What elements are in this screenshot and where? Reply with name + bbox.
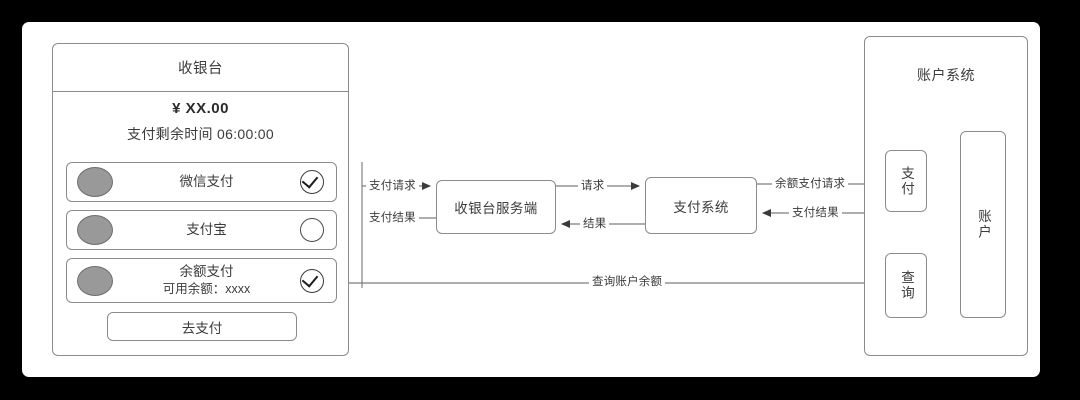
edge-label-result: 结果 [580,218,610,231]
go-pay-button[interactable]: 去支付 [107,312,297,341]
go-pay-button-label: 去支付 [181,320,223,336]
edge-label-query-balance: 查询账户余额 [589,276,666,289]
payment-option-balance-labels: 余额支付 可用余额：xxxx [113,263,300,298]
payment-option-wechat[interactable]: 微信支付 [66,162,337,202]
payment-option-alipay[interactable]: 支付宝 [66,210,337,250]
available-balance-label: 可用余额：xxxx [162,282,251,297]
edge-label-pay-result: 支付结果 [366,212,419,225]
wechat-avatar-icon [77,167,113,197]
alipay-empty-circle-icon[interactable] [300,218,324,242]
balance-check-circle-icon[interactable] [300,268,324,293]
node-pay-system-label: 支付系统 [673,199,729,215]
edge-label-balance-pay-request: 余额支付请求 [772,178,849,191]
alipay-avatar-icon [77,215,113,245]
cashier-panel-title: 收银台 [178,61,223,77]
node-cashier-server-label: 收银台服务端 [454,201,538,216]
node-account-query-label: 查询 [899,270,914,301]
cashier-panel: 收银台 ¥ XX.00 支付剩余时间 06:00:00 微信支付 支付宝 [52,43,349,356]
payment-option-balance[interactable]: 余额支付 可用余额：xxxx [66,258,337,303]
payment-option-label: 微信支付 [179,173,234,189]
edge-label-pay-request: 支付请求 [366,180,419,193]
edge-label-balance-pay-result: 支付结果 [789,207,842,220]
order-amount: ¥ XX.00 [172,100,229,117]
check-mark-icon [301,269,319,288]
payment-option-alipay-labels: 支付宝 [113,221,300,239]
edge-label-request: 请求 [578,180,608,193]
node-account-label: 账户 [976,209,991,240]
node-pay-system: 支付系统 [645,177,757,234]
payment-countdown: 支付剩余时间 06:00:00 [127,126,274,142]
node-account-pay-label: 支付 [899,165,914,197]
check-mark-icon [301,171,319,189]
node-cashier-server: 收银台服务端 [436,180,556,234]
node-account-query: 查询 [885,253,927,318]
account-system-title: 账户系统 [917,67,975,83]
payment-option-wechat-labels: 微信支付 [113,173,300,191]
cashier-panel-header: 收银台 [53,44,348,92]
wechat-check-circle-icon[interactable] [300,170,324,194]
balance-avatar-icon [77,265,113,296]
payment-option-label: 支付宝 [186,221,227,237]
node-account: 账户 [960,131,1006,318]
node-account-pay: 支付 [885,150,927,212]
payment-option-label: 余额支付 [179,263,234,279]
